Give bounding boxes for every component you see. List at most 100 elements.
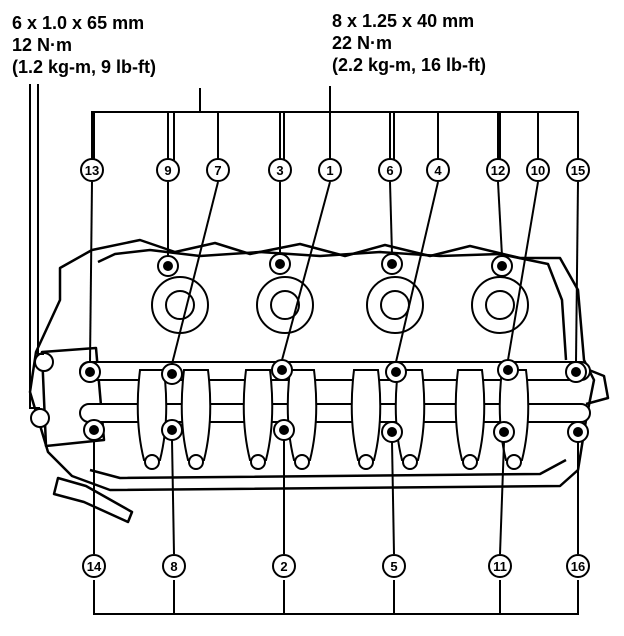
spec-small-bolt-torque: 12 N·m <box>12 35 73 55</box>
bolt-15-center <box>571 367 581 377</box>
callout-ring-11 <box>488 554 512 578</box>
bolt-3-center <box>275 259 285 269</box>
rocker-arm-4 <box>286 369 318 461</box>
callout-15: 15 <box>566 158 590 182</box>
leader-15 <box>575 181 579 363</box>
callout-number-12: 12 <box>491 163 505 178</box>
callout-ring-15 <box>566 158 590 182</box>
adjuster-4 <box>294 454 310 470</box>
water-outlet <box>52 476 134 524</box>
leader-12 <box>497 181 503 257</box>
callout-ring-7 <box>206 158 230 182</box>
bolt-6-center <box>387 259 397 269</box>
callout-number-3: 3 <box>276 163 283 178</box>
bolt-8-center <box>167 425 177 435</box>
callout-5: 5 <box>382 554 406 578</box>
camshaft-bore-4 <box>485 290 515 320</box>
callout-3: 3 <box>268 158 292 182</box>
spec-large-bolt-torque: 22 N·m <box>332 33 393 53</box>
callout-ring-3 <box>268 158 292 182</box>
leader-frame-top <box>91 111 579 160</box>
callout-1: 1 <box>318 158 342 182</box>
leader-8 <box>171 439 175 555</box>
callout-ring-9 <box>156 158 180 182</box>
callout-number-6: 6 <box>386 163 393 178</box>
callout-number-9: 9 <box>164 163 171 178</box>
rocker-arms <box>136 276 530 470</box>
adjuster-7 <box>462 454 478 470</box>
leader-6 <box>389 181 393 255</box>
callout-ring-6 <box>378 158 402 182</box>
leader-10 <box>507 181 539 361</box>
callout-ring-13 <box>80 158 104 182</box>
callout-number-16: 16 <box>571 559 585 574</box>
small-bolt-lower <box>30 408 50 428</box>
callout-13: 13 <box>80 158 104 182</box>
leader-frame-bottom <box>93 580 579 615</box>
callout-2: 2 <box>272 554 296 578</box>
callout-ring-4 <box>426 158 450 182</box>
head-outline <box>28 238 596 492</box>
shaft-end-right <box>583 366 610 406</box>
leader-small-bolt-lower <box>29 84 40 409</box>
callout-number-2: 2 <box>280 559 287 574</box>
callout-ring-1 <box>318 158 342 182</box>
callout-12: 12 <box>486 158 510 182</box>
adjuster-6 <box>402 454 418 470</box>
rocker-arm-3 <box>242 369 274 461</box>
spec-small-bolt-size: 6 x 1.0 x 65 mm <box>12 13 145 33</box>
callout-number-8: 8 <box>170 559 177 574</box>
callout-ring-12 <box>486 158 510 182</box>
callout-ring-5 <box>382 554 406 578</box>
spec-large-bolt-size: 8 x 1.25 x 40 mm <box>332 11 475 31</box>
bolt-12-center <box>497 261 507 271</box>
bolt-14-center <box>89 425 99 435</box>
callout-4: 4 <box>426 158 450 182</box>
head-inner-edge <box>97 248 568 361</box>
callout-number-11: 11 <box>493 559 507 574</box>
callout-16: 16 <box>566 554 590 578</box>
callout-14: 14 <box>82 554 106 578</box>
callout-ring-16 <box>566 554 590 578</box>
bolt-7-center <box>167 369 177 379</box>
callout-ring-10 <box>526 158 550 182</box>
leader-small-bolt-upper <box>37 84 44 355</box>
adjuster-2 <box>188 454 204 470</box>
rocker-arm-1 <box>136 369 168 461</box>
callout-number-13: 13 <box>85 163 99 178</box>
callout-11: 11 <box>488 554 512 578</box>
head-lower-edge <box>89 458 567 480</box>
spec-large-bolt-torque-alt: (2.2 kg-m, 16 lb-ft) <box>332 55 487 75</box>
rocker-arm-2 <box>180 369 212 461</box>
callout-8: 8 <box>162 554 186 578</box>
bolt-5-center <box>387 427 397 437</box>
small-bolt-upper <box>34 352 54 372</box>
callout-number-5: 5 <box>390 559 397 574</box>
leader-11 <box>499 441 505 555</box>
callout-number-4: 4 <box>434 163 442 178</box>
leader-1 <box>281 181 331 361</box>
callout-number-14: 14 <box>87 559 102 574</box>
callout-ring-8 <box>162 554 186 578</box>
leader-4 <box>395 181 439 363</box>
callout-number-7: 7 <box>214 163 221 178</box>
rocker-arm-6 <box>394 369 426 461</box>
spec-small-bolt-torque-alt: (1.2 kg-m, 9 lb-ft) <box>12 57 157 77</box>
camshaft-bore-3 <box>380 290 410 320</box>
bolt-11-center <box>499 427 509 437</box>
bolt-10-center <box>503 365 513 375</box>
bolt-9-center <box>163 261 173 271</box>
rocker-arm-5 <box>350 369 382 461</box>
adjuster-8 <box>506 454 522 470</box>
callout-10: 10 <box>526 158 550 182</box>
callout-ring-2 <box>272 554 296 578</box>
adjuster-1 <box>144 454 160 470</box>
callout-number-10: 10 <box>531 163 545 178</box>
callout-number-15: 15 <box>571 163 585 178</box>
rocker-arm-7 <box>454 369 486 461</box>
bolt-1-center <box>277 365 287 375</box>
leader-13 <box>89 181 93 363</box>
bolt-13-center <box>85 367 95 377</box>
